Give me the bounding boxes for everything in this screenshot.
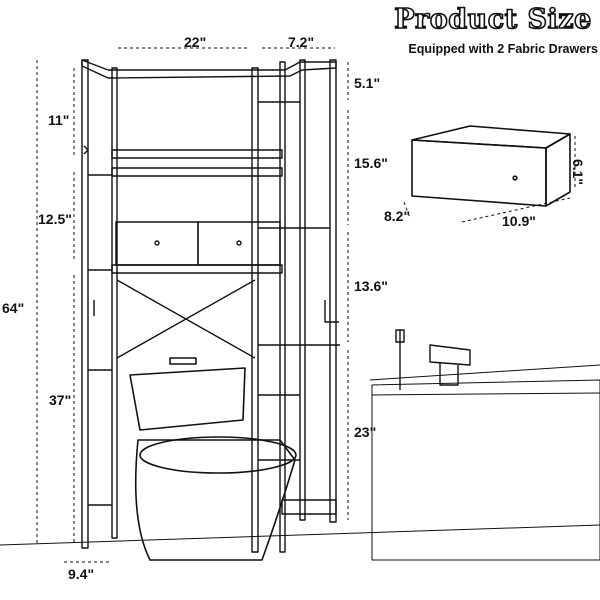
box-front xyxy=(411,139,547,207)
shelf-2 xyxy=(111,167,283,177)
rack-frame xyxy=(81,59,340,553)
left-back-post xyxy=(111,67,118,539)
drawer-right xyxy=(197,221,281,266)
hook xyxy=(83,145,89,155)
dim-side-shelf-2: 13.6" xyxy=(354,278,388,294)
tub-rim xyxy=(371,392,600,396)
flush-button xyxy=(169,357,197,365)
toilet-seat xyxy=(139,436,297,474)
hook xyxy=(324,300,339,323)
dim-shelf-width: 22" xyxy=(184,34,207,50)
shower-handle xyxy=(395,329,405,343)
dim-top-section: 11" xyxy=(48,112,70,128)
dim-side-shelf-1: 15.6" xyxy=(354,155,388,171)
shelf-1 xyxy=(111,149,283,159)
dim-lower-section: 37" xyxy=(49,392,72,408)
dimension-lines xyxy=(36,47,576,563)
toilet xyxy=(129,357,297,561)
toilet-bowl xyxy=(134,439,296,561)
center-back-post xyxy=(279,61,286,553)
dim-foot-depth: 9.4" xyxy=(68,566,95,582)
right-post-outer xyxy=(329,59,337,523)
right-post-inner xyxy=(299,59,306,521)
dim-side-bottom: 23" xyxy=(354,424,377,440)
drawer-left xyxy=(115,221,199,266)
toilet-tank xyxy=(129,367,246,431)
faucet-top xyxy=(429,344,471,366)
dim-drawer-height: 6.1" xyxy=(570,158,587,186)
floor-line xyxy=(0,524,600,546)
dim-side-width: 7.2" xyxy=(288,34,315,50)
bottom-shelf xyxy=(281,499,337,515)
brace-2 xyxy=(116,279,256,359)
drawer-left-knob xyxy=(154,240,160,246)
dim-total-height: 64" xyxy=(2,300,25,316)
page-title: Product Size xyxy=(393,3,592,36)
center-post xyxy=(251,67,259,553)
bathtub xyxy=(371,329,600,561)
box-knob xyxy=(512,175,518,181)
dim-drawer-depth: 8.2" xyxy=(384,208,411,224)
left-front-post xyxy=(81,59,89,549)
tub-body xyxy=(371,379,600,561)
drawer-right-knob xyxy=(236,240,242,246)
shelf-3 xyxy=(111,264,283,274)
dim-drawer-width: 10.9" xyxy=(502,213,536,229)
wall-line xyxy=(369,364,600,381)
dim-middle-section: 12.5" xyxy=(38,211,72,227)
drawer-box xyxy=(411,125,571,207)
box-side xyxy=(545,133,571,207)
page-subtitle: Equipped with 2 Fabric Drawers xyxy=(408,42,598,56)
dim-side-top: 5.1" xyxy=(354,75,381,91)
faucet-base xyxy=(439,362,459,386)
top-frame xyxy=(81,59,337,79)
